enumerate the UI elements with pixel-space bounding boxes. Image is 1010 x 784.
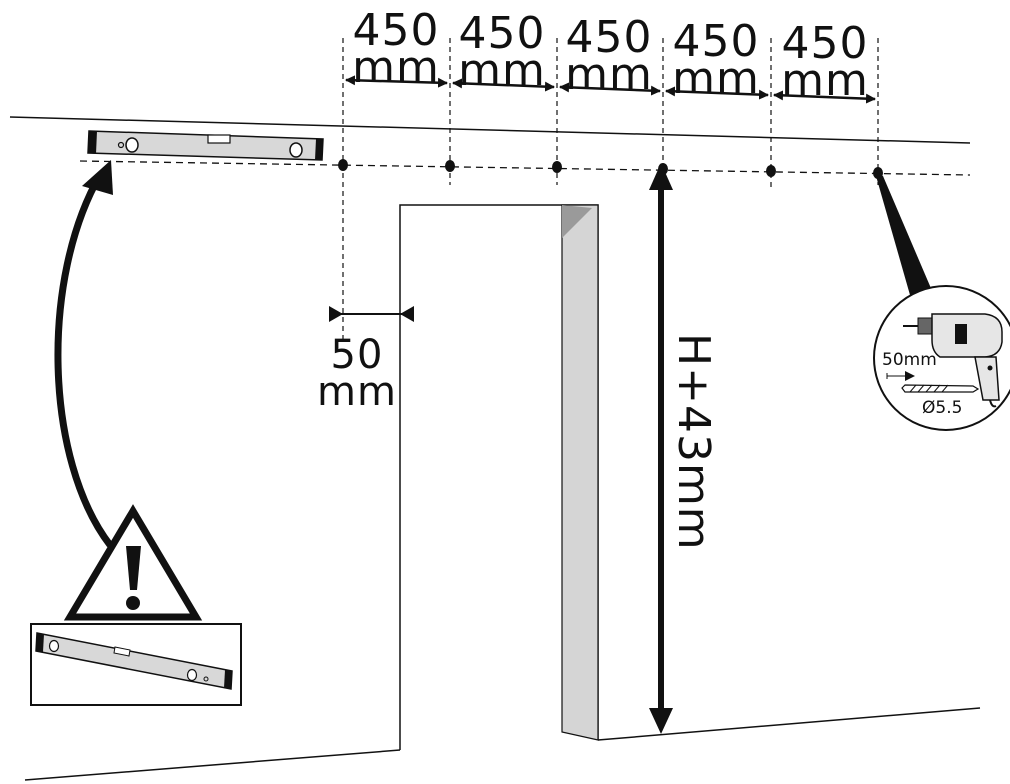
spacing-labels: 450 mm 450 mm 450 mm 450 mm 450 mm: [352, 5, 869, 106]
spacing-value-4: 450: [673, 16, 760, 67]
level-inset-box: [30, 623, 242, 706]
curved-pointer-arrow: [54, 160, 113, 548]
spacing-arrows: [345, 75, 876, 104]
floor-line-right: [597, 707, 981, 741]
spacing-value-5: 450: [782, 18, 869, 69]
door-opening: [399, 204, 599, 750]
ceiling-line: [9, 116, 971, 144]
spacing-unit-5: mm: [781, 55, 869, 106]
drill-diameter-label: Ø5.5: [922, 398, 962, 418]
spirit-level-inset-icon: [35, 632, 233, 690]
warning-triangle-icon: [63, 504, 203, 621]
height-label: H+43mm: [668, 333, 719, 551]
spacing-unit-3: mm: [565, 49, 653, 100]
edge-offset-value: 50: [331, 332, 384, 378]
spacing-unit-4: mm: [672, 53, 760, 104]
drill-depth-marker: [886, 371, 915, 381]
spacing-value-1: 450: [353, 5, 440, 56]
spacing-value-2: 450: [459, 8, 546, 59]
floor-line-left: [24, 749, 401, 781]
spacing-unit-2: mm: [458, 45, 546, 96]
callout-wedge: [876, 176, 936, 302]
level-reference-line: [79, 160, 971, 176]
spirit-level-icon: [87, 130, 324, 161]
edge-offset-unit: mm: [317, 369, 397, 415]
drill-depth-label: 50mm: [882, 350, 937, 370]
drill-callout: 50mm Ø5.5: [873, 285, 1010, 431]
height-dimension: H+43mm: [649, 163, 719, 734]
spacing-value-3: 450: [566, 12, 653, 63]
drill-bit-icon: [901, 384, 980, 393]
spacing-guides: [342, 38, 879, 340]
edge-offset-dimension: 50 mm: [317, 306, 414, 415]
drill-icon: [903, 313, 1003, 408]
spacing-unit-1: mm: [352, 42, 440, 93]
